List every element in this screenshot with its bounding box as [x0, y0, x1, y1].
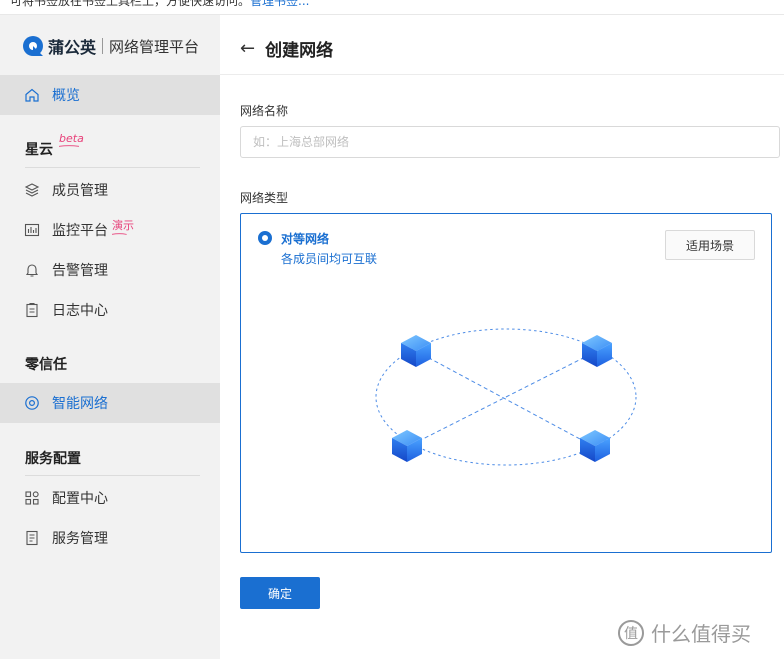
use-cases-button[interactable]: 适用场景: [665, 230, 755, 260]
brand-divider: [102, 38, 104, 54]
sidebar-item-monitor[interactable]: 监控平台: [0, 210, 220, 250]
bell-icon: [24, 262, 40, 278]
group-divider: [25, 475, 200, 476]
monitor-chart-icon: [24, 222, 40, 238]
home-icon: [24, 87, 40, 103]
node-cube-bottom-left: [392, 430, 422, 462]
clipboard-icon: [24, 302, 40, 318]
page-header: ← 创建网络: [240, 36, 333, 61]
beta-tag: beta: [59, 132, 84, 147]
group-title-zero-trust: 零信任: [25, 357, 67, 373]
node-cube-top-left: [401, 335, 431, 367]
watermark-logo-icon: 值: [618, 619, 644, 646]
layers-icon: [24, 182, 40, 198]
grid-config-icon: [24, 490, 40, 506]
svg-text:值: 值: [624, 626, 638, 642]
brand-name: 蒲公英: [48, 38, 97, 57]
page-title: 创建网络: [265, 41, 334, 61]
brand[interactable]: 蒲公英 网络管理平台: [22, 35, 199, 57]
network-name-label: 网络名称: [240, 104, 289, 118]
node-cube-bottom-right: [580, 430, 610, 462]
watermark-text: 什么值得买: [651, 622, 751, 646]
peer-network-diagram: [375, 328, 637, 466]
option-title: 对等网络: [281, 232, 330, 246]
sidebar: 蒲公英 网络管理平台 概览 星云 beta 成员管理 监控平台 演示 告警管理: [0, 15, 220, 659]
manage-bookmarks-link[interactable]: 管理书签...: [250, 0, 310, 8]
demo-tag-text: 演示: [112, 219, 134, 232]
sidebar-item-label: 服务管理: [52, 531, 108, 547]
confirm-button[interactable]: 确定: [240, 577, 320, 609]
group-title-service-config: 服务配置: [25, 451, 81, 467]
sidebar-item-label: 日志中心: [52, 303, 108, 319]
sidebar-item-alerts[interactable]: 告警管理: [0, 250, 220, 290]
network-icon: [24, 395, 40, 411]
demo-tag: 演示: [112, 217, 134, 235]
network-type-label: 网络类型: [240, 191, 289, 205]
document-icon: [24, 530, 40, 546]
dandelion-logo-icon: [23, 36, 43, 56]
brand-subtitle: 网络管理平台: [109, 37, 200, 56]
peer-network-radio[interactable]: [258, 231, 272, 245]
option-description: 各成员间均可互联: [281, 252, 378, 266]
sidebar-item-label: 智能网络: [52, 396, 108, 412]
sidebar-item-label: 告警管理: [52, 263, 108, 279]
bookmark-hint: 可将书签放在书签上具栏上，方便快速访问。管理书签...: [10, 0, 309, 9]
sidebar-item-config-center[interactable]: 配置中心: [0, 478, 220, 518]
sidebar-item-smart-network[interactable]: 智能网络: [0, 383, 220, 423]
header-divider: [220, 74, 784, 75]
sidebar-item-logs[interactable]: 日志中心: [0, 290, 220, 330]
back-arrow-icon[interactable]: ←: [240, 37, 256, 59]
group-title-nebula: 星云: [25, 142, 53, 158]
group-divider: [25, 167, 200, 168]
network-name-input[interactable]: [240, 126, 780, 158]
sidebar-item-service-management[interactable]: 服务管理: [0, 518, 220, 558]
bookmark-hint-text: 可将书签放在书签上具栏上，方便快速访问。: [10, 0, 251, 8]
sidebar-item-label: 成员管理: [52, 183, 108, 199]
node-cube-top-right: [582, 335, 612, 367]
sidebar-item-label: 配置中心: [52, 491, 108, 507]
sidebar-item-label: 监控平台: [52, 223, 108, 239]
sidebar-item-overview[interactable]: 概览: [0, 75, 220, 115]
peer-network-option-card[interactable]: 对等网络 各成员间均可互联 适用场景: [240, 213, 772, 553]
sidebar-item-members[interactable]: 成员管理: [0, 170, 220, 210]
bookmark-bar: 可将书签放在书签上具栏上，方便快速访问。管理书签...: [0, 0, 784, 15]
watermark: 值 什么值得买: [617, 618, 751, 647]
beta-tag-text: beta: [59, 132, 84, 145]
sidebar-item-label: 概览: [52, 88, 80, 104]
